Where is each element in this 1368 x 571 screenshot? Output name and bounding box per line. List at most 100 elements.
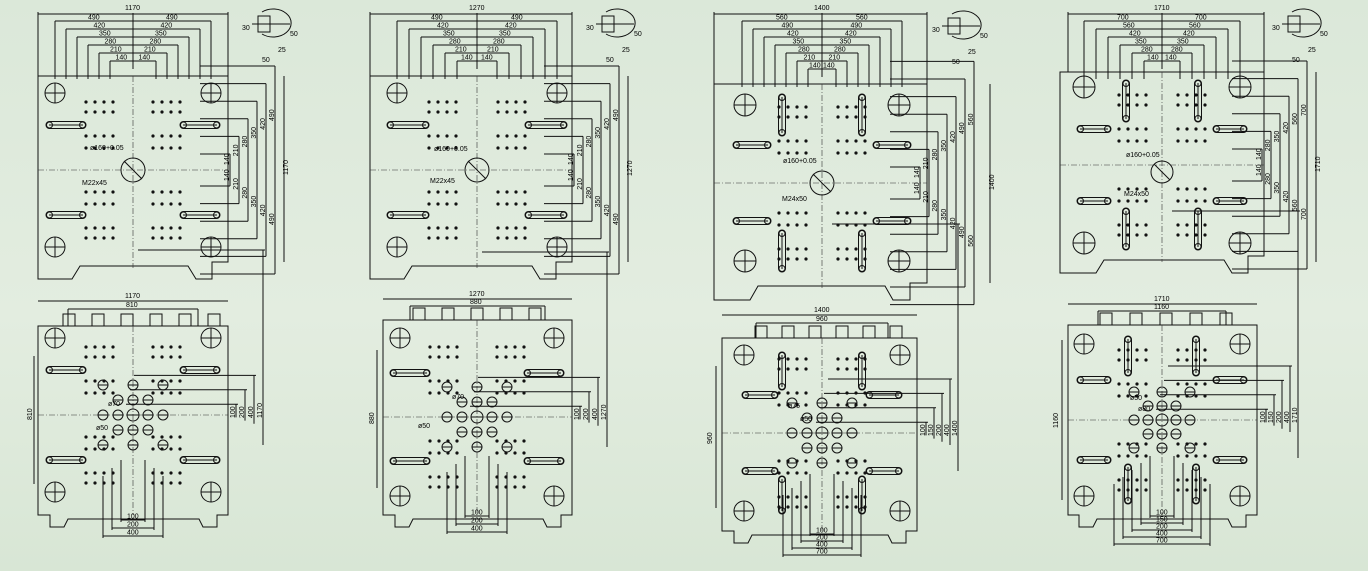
- bolt-hole: [495, 355, 499, 359]
- bolt-hole: [160, 134, 164, 138]
- bolt-hole: [1126, 233, 1130, 237]
- bolt-hole: [427, 110, 431, 114]
- dimension-label: 200: [583, 408, 590, 420]
- bolt-hole: [160, 391, 164, 395]
- bolt-hole: [111, 345, 115, 349]
- dimension-label: 1400: [952, 420, 959, 436]
- bolt-hole: [1194, 442, 1198, 446]
- dimension-label: 280: [493, 39, 505, 46]
- bolt-hole: [428, 475, 432, 479]
- bolt-hole: [1144, 382, 1148, 386]
- dimension-label: 420: [950, 217, 957, 229]
- bolt-hole: [1144, 454, 1148, 458]
- dimension-label: 490: [613, 109, 620, 121]
- center-hole: [1150, 160, 1174, 184]
- bolt-hole: [1135, 358, 1139, 362]
- dimension-label: 100: [574, 408, 581, 420]
- dimension-label: 490: [269, 109, 276, 121]
- bolt-hole: [169, 447, 173, 451]
- bolt-hole: [93, 146, 97, 150]
- dimension-label: 280: [932, 149, 939, 161]
- dimension-label: 350: [793, 39, 805, 46]
- t-slot-end: [1122, 80, 1130, 87]
- bolt-hole: [513, 485, 517, 489]
- bolt-hole: [455, 355, 459, 359]
- platen-outline: [37, 325, 229, 528]
- dimension-label: 200: [816, 535, 828, 542]
- mounting-tab: [754, 325, 768, 339]
- dimension-label: ø50: [1130, 395, 1142, 402]
- dimension-label: 210: [487, 47, 499, 54]
- dimension-label: 420: [505, 23, 517, 30]
- t-slot-end: [1194, 115, 1202, 122]
- bolt-hole: [93, 100, 97, 104]
- bolt-hole: [836, 139, 840, 143]
- dimension-label: 1170: [125, 293, 140, 300]
- dimension-label: 140: [481, 55, 493, 62]
- bolt-hole: [427, 190, 431, 194]
- platen-outline: [37, 75, 229, 280]
- dimension-label: 420: [950, 131, 957, 143]
- dimension-label: 490: [851, 23, 863, 30]
- dimension-label: 700: [1301, 104, 1308, 116]
- bolt-hole: [1185, 187, 1189, 191]
- dimension-label: 280: [242, 187, 249, 199]
- dimension-label: 100: [816, 528, 828, 535]
- bolt-hole: [786, 505, 790, 509]
- mounting-tab: [808, 325, 822, 339]
- bolt-hole: [455, 451, 459, 455]
- bolt-hole: [160, 146, 164, 150]
- t-slot-end: [180, 121, 187, 129]
- bolt-hole: [1203, 478, 1207, 482]
- dimension-label: 1400: [989, 174, 996, 190]
- bolt-hole: [1117, 348, 1121, 352]
- bolt-hole: [454, 134, 458, 138]
- bolt-hole: [84, 447, 88, 451]
- bolt-hole: [93, 134, 97, 138]
- dimension-label: 1710: [1292, 407, 1299, 423]
- bolt-hole: [160, 100, 164, 104]
- bolt-hole: [836, 247, 840, 251]
- bolt-hole: [1126, 93, 1130, 97]
- bolt-hole: [1185, 127, 1189, 131]
- bolt-hole: [454, 236, 458, 240]
- t-slot-end: [560, 211, 567, 219]
- dimension-label: 1400: [814, 307, 830, 314]
- bolt-hole: [1126, 199, 1130, 203]
- dimension-label: 350: [941, 140, 948, 152]
- dimension-label: 140: [809, 63, 821, 70]
- bolt-hole: [505, 202, 509, 206]
- t-slot-end: [895, 391, 902, 399]
- bolt-hole: [1117, 454, 1121, 458]
- bolt-hole: [1185, 348, 1189, 352]
- bolt-hole: [1126, 394, 1130, 398]
- bolt-hole: [454, 110, 458, 114]
- bolt-hole: [1194, 139, 1198, 143]
- overall-width-label: 1170: [125, 5, 140, 12]
- dimension-label: 1160: [1053, 413, 1060, 428]
- bolt-hole: [795, 367, 799, 371]
- bolt-hole: [93, 471, 97, 475]
- bolt-hole: [178, 110, 182, 114]
- bolt-hole: [1144, 478, 1148, 482]
- bolt-hole: [804, 459, 808, 463]
- bolt-hole: [102, 226, 106, 230]
- bolt-hole: [1185, 358, 1189, 362]
- bolt-hole: [169, 190, 173, 194]
- bolt-hole: [854, 151, 858, 155]
- bolt-hole: [777, 459, 781, 463]
- bolt-hole: [786, 391, 790, 395]
- dimension-label: 200: [936, 424, 943, 436]
- dimension-label: 210: [455, 47, 467, 54]
- bolt-hole: [111, 190, 115, 194]
- t-slot-end: [1240, 125, 1247, 133]
- t-slot-end: [778, 265, 786, 272]
- bolt-hole: [1117, 199, 1121, 203]
- bolt-hole: [151, 435, 155, 439]
- bolt-hole: [1135, 127, 1139, 131]
- dimension-label: 700: [816, 549, 828, 556]
- bolt-hole: [495, 379, 499, 383]
- bolt-hole: [786, 105, 790, 109]
